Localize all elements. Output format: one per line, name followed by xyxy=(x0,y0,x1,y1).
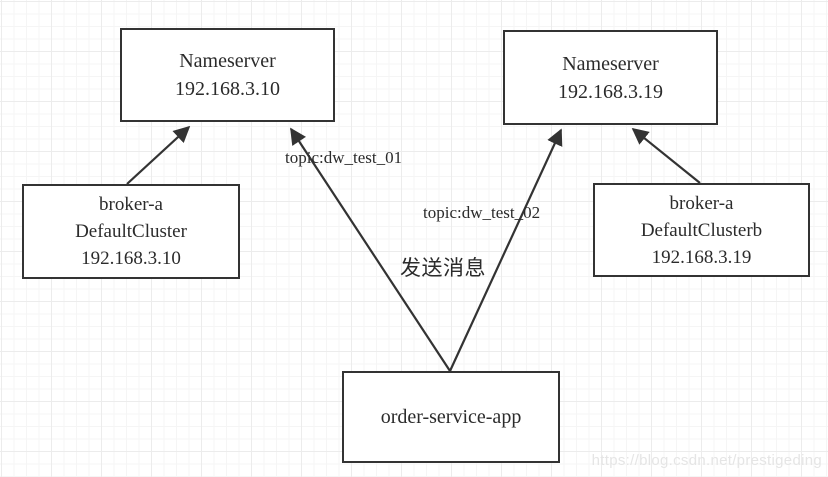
node-order-service-app: order-service-app xyxy=(342,371,560,463)
node-order-service-app-title: order-service-app xyxy=(380,406,522,428)
node-nameserver-2-title: Nameserver xyxy=(562,52,659,75)
node-broker-a: broker-a DefaultCluster 192.168.3.10 xyxy=(22,184,240,279)
node-broker-a-ip: 192.168.3.10 xyxy=(81,248,181,269)
node-broker-a-title: broker-a xyxy=(99,194,163,215)
edge-label-topic-dw-test-02: topic:dw_test_02 xyxy=(423,203,541,222)
node-broker-b-cluster: DefaultClusterb xyxy=(640,219,763,241)
arrow-broker-right-to-nameserver-right xyxy=(631,127,701,184)
watermark: https://blog.csdn.net/prestigeding xyxy=(591,452,822,469)
edge-label-topic-dw-test-01: topic:dw_test_01 xyxy=(285,148,403,167)
node-broker-b-ip: 192.168.3.19 xyxy=(651,246,752,268)
node-broker-b: broker-a DefaultClusterb 192.168.3.19 xyxy=(593,183,810,277)
arrow-broker-left-to-nameserver-left xyxy=(126,125,191,185)
node-nameserver-2-ip: 192.168.3.19 xyxy=(558,80,663,103)
node-broker-a-cluster: DefaultCluster xyxy=(75,221,187,242)
node-nameserver-1: Nameserver 192.168.3.10 xyxy=(120,28,335,122)
node-nameserver-1-title: Nameserver xyxy=(179,50,276,72)
node-broker-b-title: broker-a xyxy=(669,192,734,214)
node-nameserver-2: Nameserver 192.168.3.19 xyxy=(503,30,718,125)
edge-label-send-message: 发送消息 xyxy=(400,256,486,280)
arrow-order-service-to-nameserver-right xyxy=(449,128,563,372)
node-nameserver-1-ip: 192.168.3.10 xyxy=(175,78,280,100)
